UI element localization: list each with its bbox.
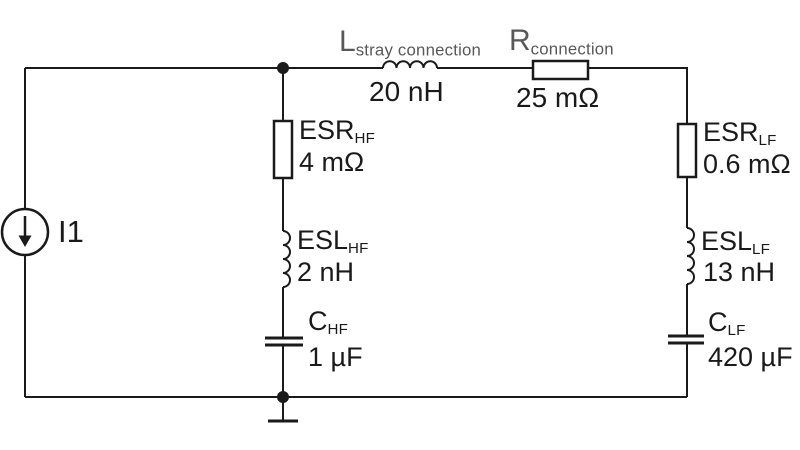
esr-lf-value: 0.6 mΩ [703,149,791,179]
c-lf-capacitor-symbol [668,334,704,345]
l-stray-label: Lstray connection [339,25,482,60]
l-stray-inductor-symbol [382,60,438,69]
esr-hf-resistor-symbol [272,119,294,180]
wire-segments [24,67,688,420]
esr-lf-resistor-symbol [676,122,698,179]
esl-hf-value: 2 nH [297,257,355,287]
r-connection-resistor-symbol [531,59,590,81]
current-source-symbol [0,207,50,257]
esl-lf-value: 13 nH [703,257,776,287]
esr-hf-label: ESRHF [299,115,376,148]
r-connection-value: 25 mΩ [516,82,600,113]
c-hf-capacitor-symbol [265,336,303,347]
esl-hf-label: ESLHF [297,225,369,258]
esr-hf-value: 4 mΩ [299,147,365,177]
c-hf-label: CHF [308,306,349,339]
junction-dot-bottom [277,391,289,403]
c-lf-value: 420 µF [708,342,793,372]
i1-source-label: I1 [58,216,84,247]
i1-name: I1 [58,214,84,249]
current-source-arrowhead [18,235,32,247]
esl-lf-inductor-symbol [686,227,695,285]
l-stray-value: 20 nH [369,76,444,107]
esr-lf-label: ESRLF [703,117,777,150]
junction-dot-top [277,62,289,74]
c-hf-value: 1 µF [308,342,363,372]
c-lf-label: CLF [708,307,746,340]
r-connection-label: Rconnection [509,24,614,59]
esl-lf-label: ESLLF [701,226,771,259]
esl-hf-inductor-symbol [282,230,291,288]
